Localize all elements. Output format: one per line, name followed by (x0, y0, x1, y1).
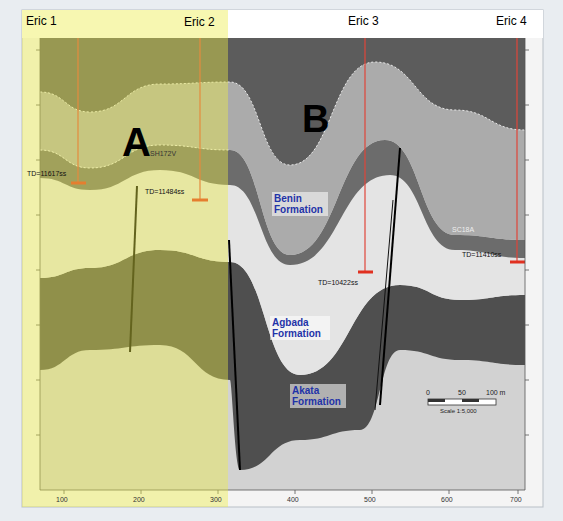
axis-value: 600 (441, 496, 453, 504)
formation-name: Akata Formation (290, 384, 346, 408)
axis-value: 200 (133, 496, 145, 504)
total-depth: TD=11617ss (27, 170, 66, 178)
fault-line (375, 200, 393, 410)
well-name: Eric 4 (496, 15, 527, 28)
horizon-name: SC18A (452, 226, 474, 234)
formation-name: Benin Formation (272, 192, 328, 216)
axis-value: 700 (510, 496, 522, 504)
well-name: Eric 1 (26, 15, 57, 28)
axis-value: 400 (287, 496, 299, 504)
horizon-name: SH172V (150, 150, 176, 158)
scale-note: Scale 1:5,000 (440, 408, 477, 415)
region-panel: A (22, 10, 228, 507)
scale-value: 50 (458, 389, 466, 397)
scale-bar (428, 399, 496, 405)
frame (22, 10, 543, 507)
total-depth: TD=11484ss (145, 188, 184, 196)
axis-value: 300 (210, 496, 222, 504)
region-letter: A (122, 122, 151, 162)
total-depth: TD=11410ss (462, 251, 501, 259)
region-letter: B (302, 100, 329, 138)
fault-line (229, 240, 240, 470)
formation-name: Agbada Formation (270, 316, 330, 340)
well-name: Eric 3 (348, 15, 379, 28)
total-depth: TD=10422ss (318, 279, 358, 287)
region-panel: B (228, 10, 543, 507)
scale-value: 0 (426, 389, 430, 397)
scale-value: 100 m (486, 389, 505, 397)
well-name: Eric 2 (184, 16, 215, 29)
axis-value: 500 (364, 496, 376, 504)
axis-value: 100 (56, 496, 68, 504)
fault-line (380, 148, 400, 405)
